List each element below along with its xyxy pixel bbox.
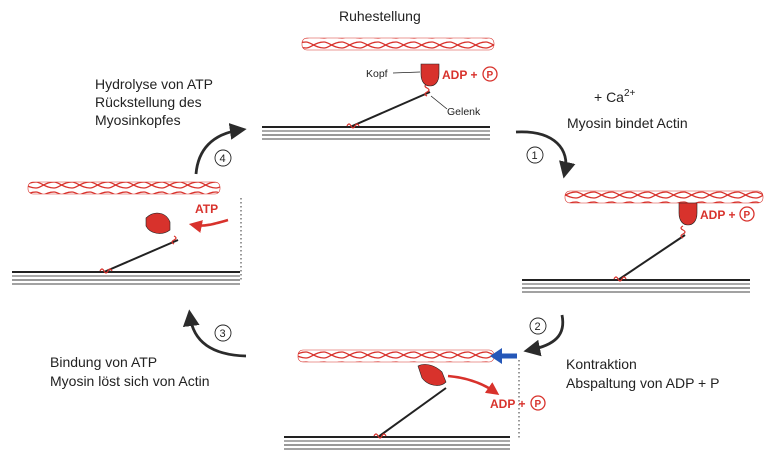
adp-label-bound: ADP +	[700, 208, 735, 222]
actin-filament-left	[27, 181, 221, 195]
myosin-filament-top	[262, 63, 490, 140]
actin-filament-top	[301, 37, 495, 51]
step1-number: 1	[532, 150, 538, 162]
step1-line2: Myosin bindet Actin	[567, 115, 688, 131]
adp-release-arrow	[447, 374, 500, 395]
myosin-head-rest	[420, 63, 440, 87]
phosphate-symbol-bound	[739, 206, 755, 222]
myosin-head-bound	[678, 202, 698, 226]
phosphate-symbol-released	[530, 395, 546, 411]
svg-text:P: P	[744, 210, 751, 221]
adp-label-rest: ADP +	[442, 68, 477, 82]
step4-number: 4	[220, 153, 226, 165]
adp-label-released: ADP +	[490, 397, 525, 411]
step4-line2: Rückstellung des	[95, 94, 202, 110]
cycle-arrow-1	[515, 130, 576, 179]
myosin-filament-bottom	[284, 364, 510, 450]
myosin-filament-right	[522, 202, 750, 293]
step2-line2: Abspaltung von ADP + P	[566, 375, 719, 391]
svg-text:P: P	[535, 399, 542, 410]
phosphate-symbol-rest	[482, 66, 498, 82]
step2-line1: Kontraktion	[566, 356, 637, 372]
myosin-head-detached	[145, 212, 171, 234]
kopf-label: Kopf	[366, 68, 388, 80]
step3-line2: Myosin löst sich von Actin	[50, 373, 210, 389]
cycle-arrow-3	[182, 309, 247, 358]
step3-line1: Bindung von ATP	[50, 354, 157, 370]
step3-number: 3	[220, 328, 226, 340]
cycle-arrow-4	[194, 123, 247, 175]
step4-line3: Myosinkopfes	[95, 112, 181, 128]
gelenk-label: Gelenk	[447, 106, 481, 118]
step4-line1: Hydrolyse von ATP	[95, 76, 213, 92]
actin-filament-bottom	[297, 349, 495, 363]
myosin-head-power-stroke	[417, 364, 447, 386]
cycle-arrow-2	[523, 314, 565, 357]
rest-title: Ruhestellung	[339, 8, 421, 24]
atp-label: ATP	[195, 202, 218, 216]
atp-binding-arrow	[188, 218, 229, 233]
step1-line1: + Ca2+	[594, 88, 636, 105]
myosin-filament-left	[12, 212, 240, 285]
step2-number: 2	[535, 321, 541, 333]
svg-text:P: P	[487, 70, 494, 81]
actin-filament-right	[564, 190, 764, 204]
